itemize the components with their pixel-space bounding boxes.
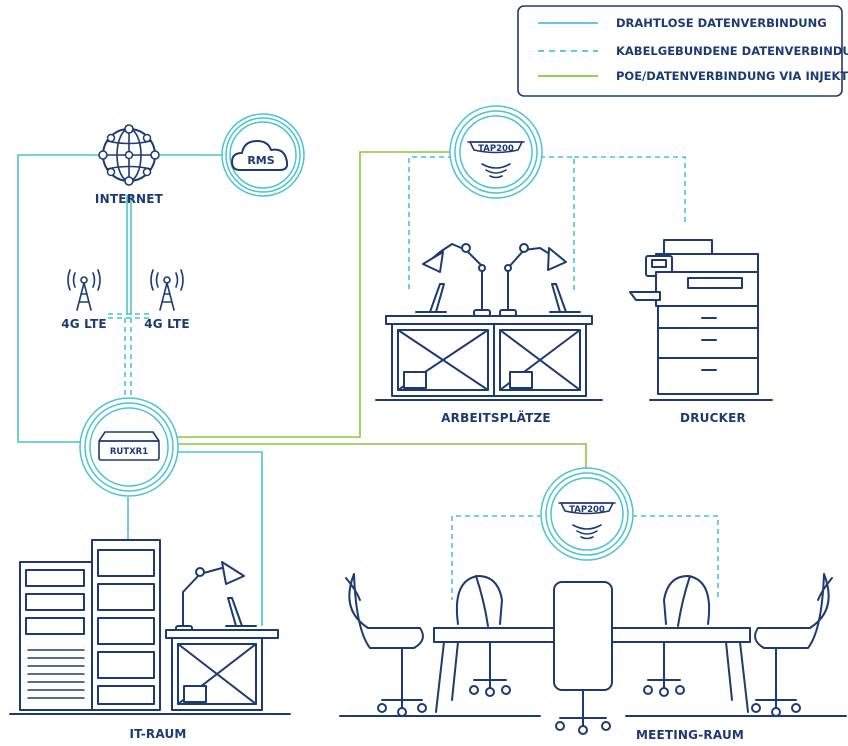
cloud-icon [231,140,289,171]
ap-top-label: TAP200 [478,144,514,154]
it-room: IT-RAUM [9,539,291,741]
wired-ap-bottom-right [632,515,719,600]
chair-icon [553,581,613,735]
lte-left: 4G LTE [61,269,107,331]
printer-label: DRUCKER [680,411,746,425]
cell-tower-icon [150,269,184,311]
router-icon: RUTXR1 [98,431,160,461]
ap-bottom-label: TAP200 [569,505,605,515]
laptop-icon [225,597,257,627]
wired-ap-top-printer [574,156,686,222]
it-room-label: IT-RAUM [129,727,186,741]
legend-poe-label: POE/DATENVERBINDUNG VIA INJEKTOR [616,69,848,83]
printer-node: DRUCKER [629,239,773,425]
internet-node: INTERNET [95,124,164,206]
desk-icon [375,315,603,401]
lte-right-label: 4G LTE [144,317,190,331]
meeting-room: MEETING-RAUM [339,573,847,742]
legend-wired-label: KABELGEBUNDENE DATENVERBINDUNG [616,44,848,58]
poe-router-to-ap-bottom [175,443,587,470]
lamp-icon [422,243,491,317]
lte-left-label: 4G LTE [61,317,107,331]
link-router-to-desk [175,451,263,626]
ap-bottom-node: TAP200 [540,467,634,561]
access-point-icon: TAP200 [467,141,525,179]
rms-node: RMS [221,113,305,197]
connections [17,151,719,626]
globe-icon [98,124,160,186]
legend: DRAHTLOSE DATENVERBINDUNG KABELGEBUNDENE… [517,5,848,97]
link-globe-left-to-router [17,154,103,443]
chair-icon [345,573,427,717]
chair-icon [751,573,833,717]
lamp-icon [499,243,567,317]
poe-router-to-ap-top [175,151,450,438]
chair-icon [455,575,511,697]
router-label: RUTXR1 [110,447,148,457]
meeting-room-label: MEETING-RAUM [636,728,744,742]
server-rack-icon [19,539,161,711]
desk-icon [165,629,279,711]
laptop-icon [415,283,447,313]
wired-ap-top-left-desk [408,156,453,290]
chair-icon [643,575,711,697]
wired-ap-top-right-desk [540,156,575,290]
workstations: ARBEITSPLÄTZE [375,243,603,425]
rms-label: RMS [247,154,274,167]
wired-ap-bottom-left [451,515,542,600]
lte-right: 4G LTE [144,269,190,331]
router-node: RUTXR1 [79,397,179,497]
workstations-label: ARBEITSPLÄTZE [441,410,551,425]
access-point-icon: TAP200 [558,502,616,540]
ap-top-node: TAP200 [449,105,543,199]
legend-wireless-label: DRAHTLOSE DATENVERBINDUNG [616,16,827,30]
internet-label: INTERNET [95,192,164,206]
printer-icon [629,239,773,401]
cell-tower-icon [67,269,101,311]
laptop-icon [549,283,581,313]
